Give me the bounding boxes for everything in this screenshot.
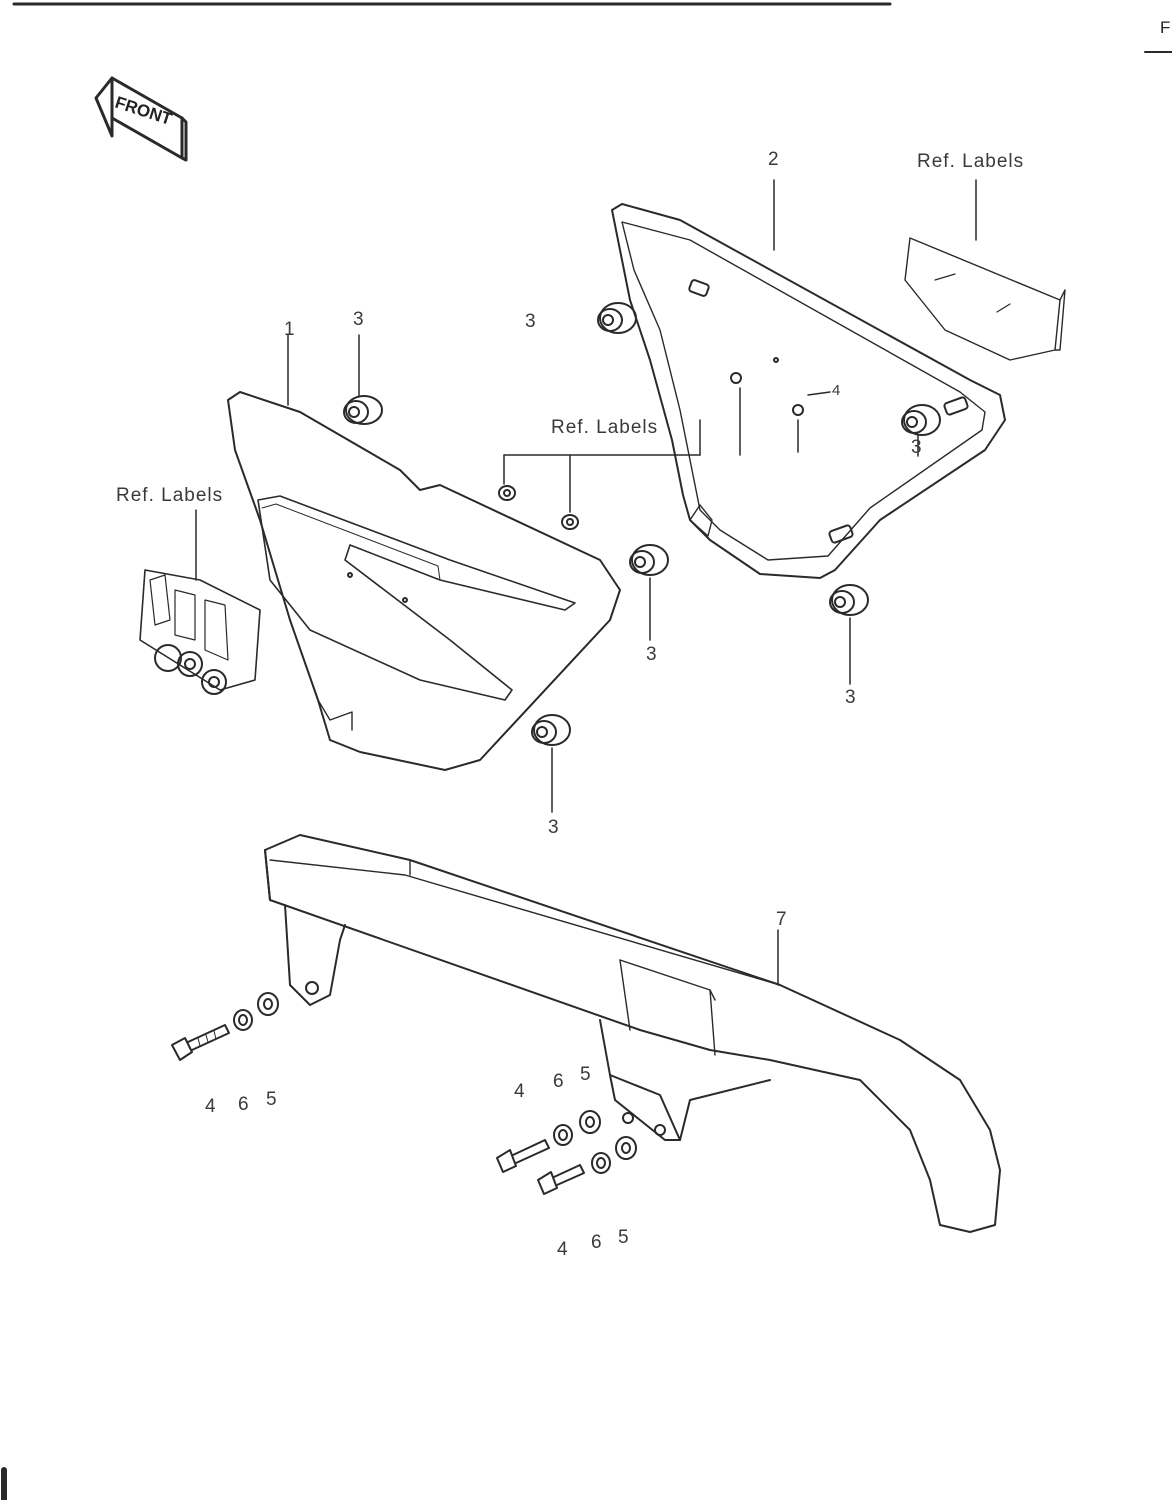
callout-bolt-mid: 4 xyxy=(514,1081,525,1102)
grommet-icon-d xyxy=(629,544,669,576)
callout-washer-mid: 5 xyxy=(580,1064,591,1085)
callout-washer-left: 5 xyxy=(266,1089,277,1110)
grommet-icon-e xyxy=(829,584,869,616)
callout-bolt-left: 4 xyxy=(205,1096,216,1117)
callout-lockwasher-mid: 6 xyxy=(553,1071,564,1092)
grommet-icon-a xyxy=(343,395,383,425)
callout-grommet-c: 3 xyxy=(911,437,922,458)
chain-guard xyxy=(264,834,1001,1233)
bolt-icon-left xyxy=(171,1024,230,1061)
bolt-icon-mid xyxy=(496,1139,550,1173)
callout-part-2: 2 xyxy=(768,149,779,170)
callout-grommet-e: 3 xyxy=(845,687,856,708)
callout-grommet-f: 3 xyxy=(548,817,559,838)
grommet-icon-b xyxy=(597,302,637,334)
callout-grommet-d: 3 xyxy=(646,644,657,665)
ref-labels-right: Ref. Labels xyxy=(917,151,1025,172)
leader-lines xyxy=(195,179,977,986)
callout-grommet-a: 3 xyxy=(353,309,364,330)
ref-labels-left: Ref. Labels xyxy=(116,485,224,506)
washer-icon-left xyxy=(257,992,279,1016)
grommet-icon-f xyxy=(531,714,571,746)
right-side-cover xyxy=(611,203,1006,579)
label-plate-right xyxy=(904,237,1066,361)
washer-icon-low xyxy=(615,1136,637,1160)
lockwasher-icon-mid xyxy=(553,1124,573,1146)
lockwasher-icon-left xyxy=(233,1009,253,1031)
nut-icon xyxy=(498,485,579,530)
washer-icon-mid xyxy=(579,1110,601,1134)
callout-bolt-low: 4 xyxy=(557,1239,568,1260)
emblem-badge xyxy=(139,569,261,695)
callout-part-1: 1 xyxy=(284,319,295,340)
callout-part-7: 7 xyxy=(776,909,787,930)
page-edge-letter: F xyxy=(1160,18,1171,37)
callout-lockwasher-low: 6 xyxy=(591,1232,602,1253)
lockwasher-icon-low xyxy=(591,1152,611,1174)
grommet-icon-c xyxy=(901,404,941,436)
ref-labels-center: Ref. Labels xyxy=(551,417,659,438)
callout-grommet-b: 3 xyxy=(525,311,536,332)
callout-lockwasher-left: 6 xyxy=(238,1094,249,1115)
callout-washer-low: 5 xyxy=(618,1227,629,1248)
callout-nut-a: 4 xyxy=(832,382,841,399)
left-side-cover xyxy=(227,391,621,771)
bolt-icon-low xyxy=(537,1164,585,1195)
front-arrow-icon: FRONT xyxy=(94,76,188,162)
